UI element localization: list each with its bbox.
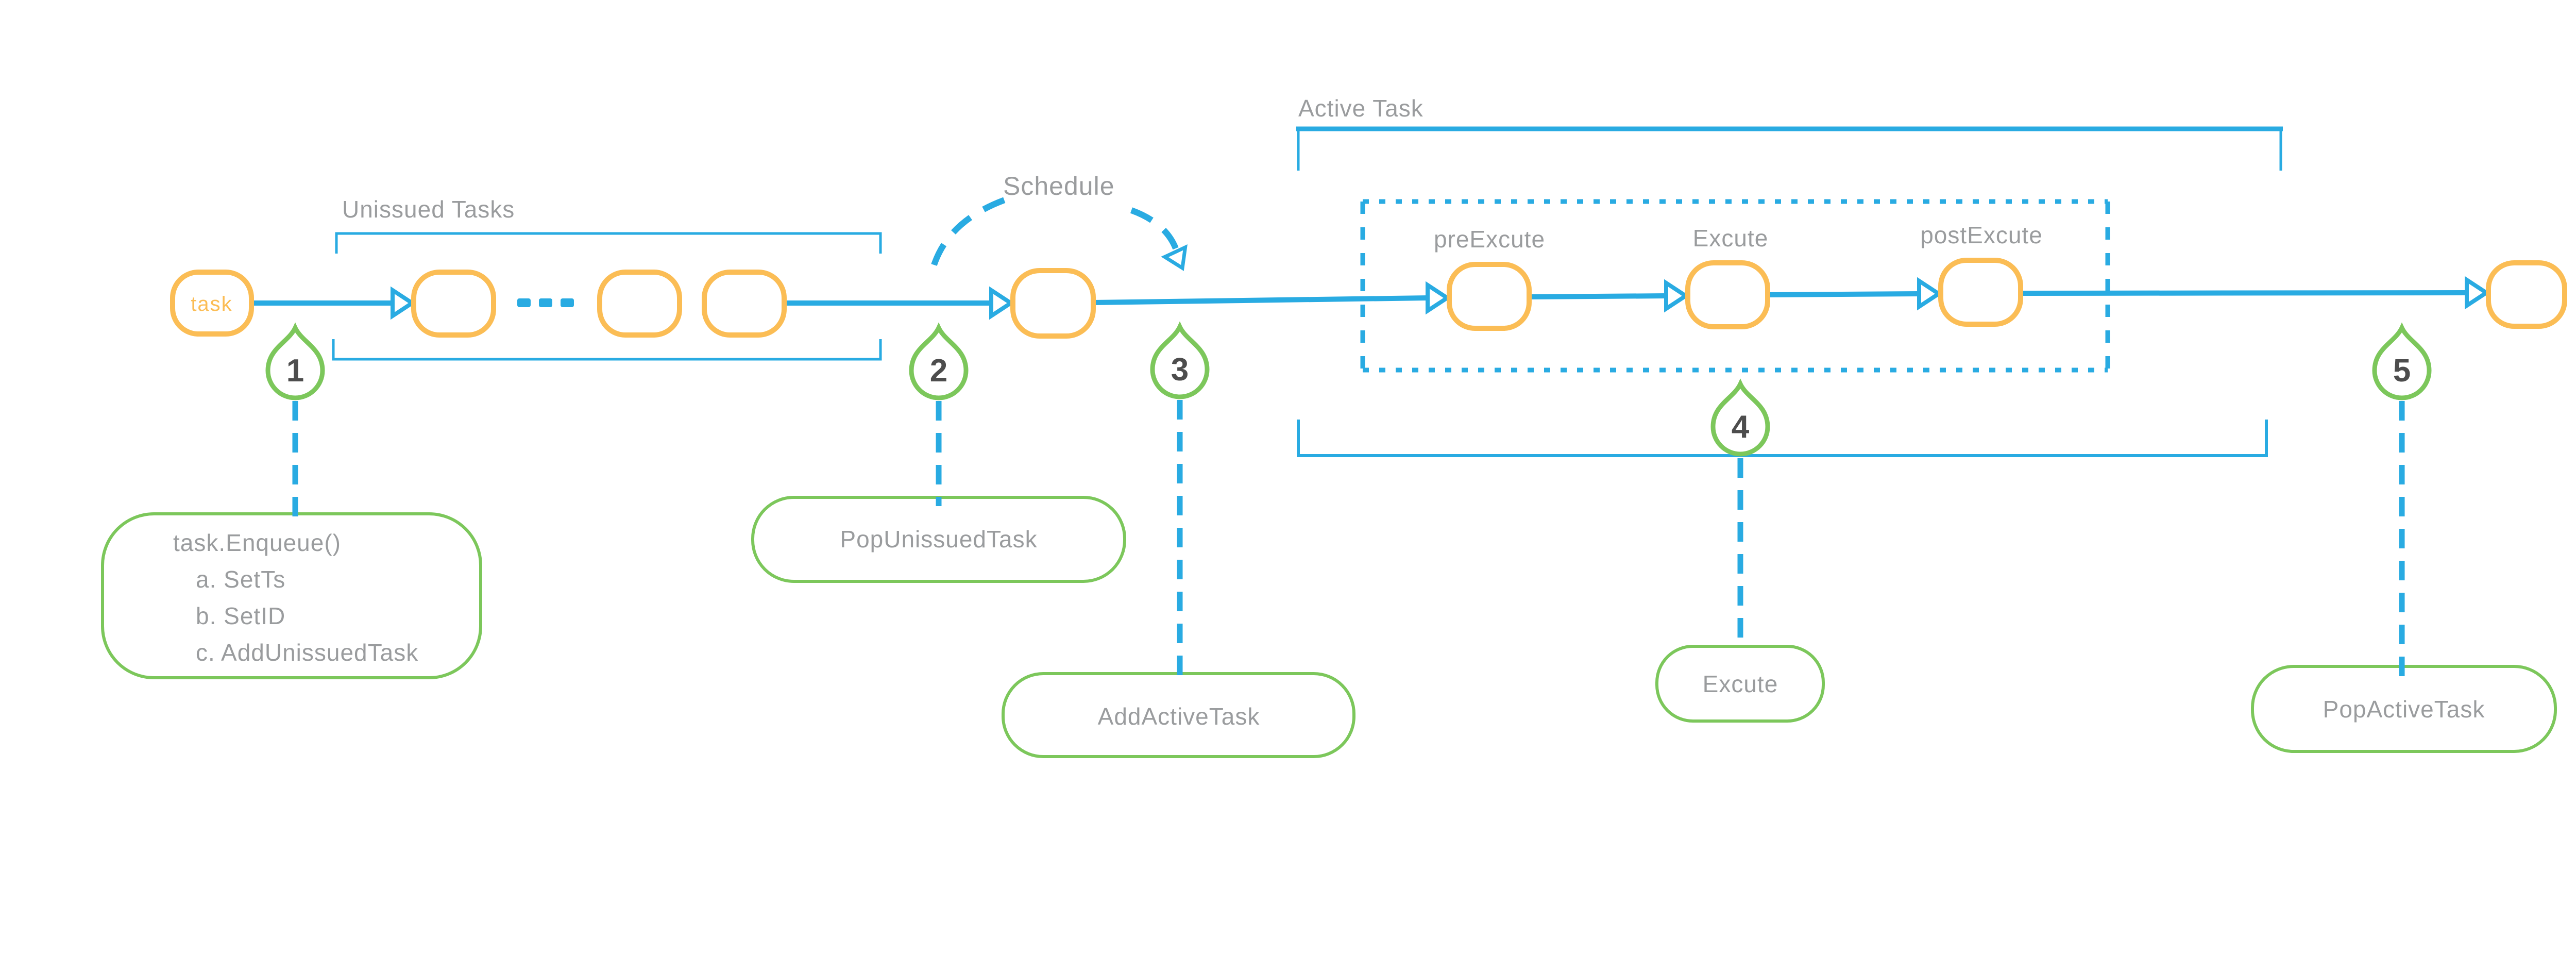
step-number: 3: [1171, 352, 1189, 388]
enqueue-line: c. AddUnissuedTask: [196, 639, 418, 666]
task-node-label: task: [191, 293, 232, 315]
schedule-label: Schedule: [1003, 172, 1115, 200]
step-marker-5: 5: [2372, 322, 2432, 400]
step-marker-4: 4: [1710, 378, 1770, 457]
post-execute-label: postExcute: [1920, 222, 2043, 248]
flow-line-segment: [1767, 291, 1920, 297]
schedule-arc-right: [1130, 207, 1179, 250]
add-active-label: AddActiveTask: [1098, 703, 1260, 730]
flow-line-segment: [1528, 293, 1667, 299]
arrowhead-icon: [1664, 279, 1690, 313]
flow-line-segment: [1092, 295, 1428, 305]
active-task-bracket-top-ticks: [1297, 129, 2282, 171]
pre-execute-node: [1447, 262, 1532, 331]
pop-active-label: PopActiveTask: [2323, 696, 2485, 723]
execute-node: [1685, 260, 1770, 329]
enqueue-callout-box: [101, 512, 482, 679]
step-marker-2: 2: [909, 322, 969, 400]
post-execute-node: [1938, 258, 2023, 327]
unissued-queue-node: [597, 270, 682, 338]
schedule-arc-left: [931, 197, 1006, 266]
unissued-tasks-bracket-top: [335, 232, 882, 254]
ellipsis-dots-icon: [517, 298, 574, 307]
enqueue-line: a. SetTs: [196, 566, 285, 593]
active-task-bracket-bottom: [1297, 420, 2268, 457]
task-node: [170, 270, 254, 337]
schedule-arc-arrowhead-icon: [1161, 244, 1188, 271]
enqueue-callout-text: task.Enqueue() a. SetTs b. SetID c. AddU…: [173, 529, 418, 666]
step-number: 1: [286, 353, 304, 389]
execute-callout-box: [1655, 645, 1825, 723]
done-node: [2486, 260, 2567, 329]
arrowhead-icon: [989, 286, 1015, 320]
arrowhead-icon: [1917, 277, 1943, 311]
active-task-dotted-box-vertical: [1360, 202, 2110, 370]
enqueue-line: b. SetID: [196, 602, 285, 629]
unissued-tasks-label: Unissued Tasks: [342, 196, 515, 223]
step-number: 4: [1732, 409, 1750, 445]
arrowhead-icon: [1426, 281, 1451, 315]
execute-label: Excute: [1693, 225, 1769, 252]
step-marker-3: 3: [1150, 321, 1210, 399]
enqueue-line: task.Enqueue(): [173, 529, 341, 556]
arrowhead-icon: [391, 286, 416, 320]
step-number: 2: [930, 353, 947, 389]
step-marker-1: 1: [265, 322, 325, 400]
pre-execute-label: preExcute: [1434, 226, 1545, 253]
step-number: 5: [2393, 353, 2411, 389]
execute-callout-label: Excute: [1703, 671, 1778, 697]
unissued-queue-node: [702, 270, 787, 338]
unissued-queue-node: [411, 270, 496, 338]
arrowhead-icon: [2465, 276, 2490, 310]
unissued-tasks-bracket-bottom: [332, 339, 882, 361]
active-task-label: Active Task: [1298, 95, 1423, 122]
schedule-node: [1010, 268, 1096, 339]
pop-unissued-label: PopUnissuedTask: [840, 526, 1037, 553]
